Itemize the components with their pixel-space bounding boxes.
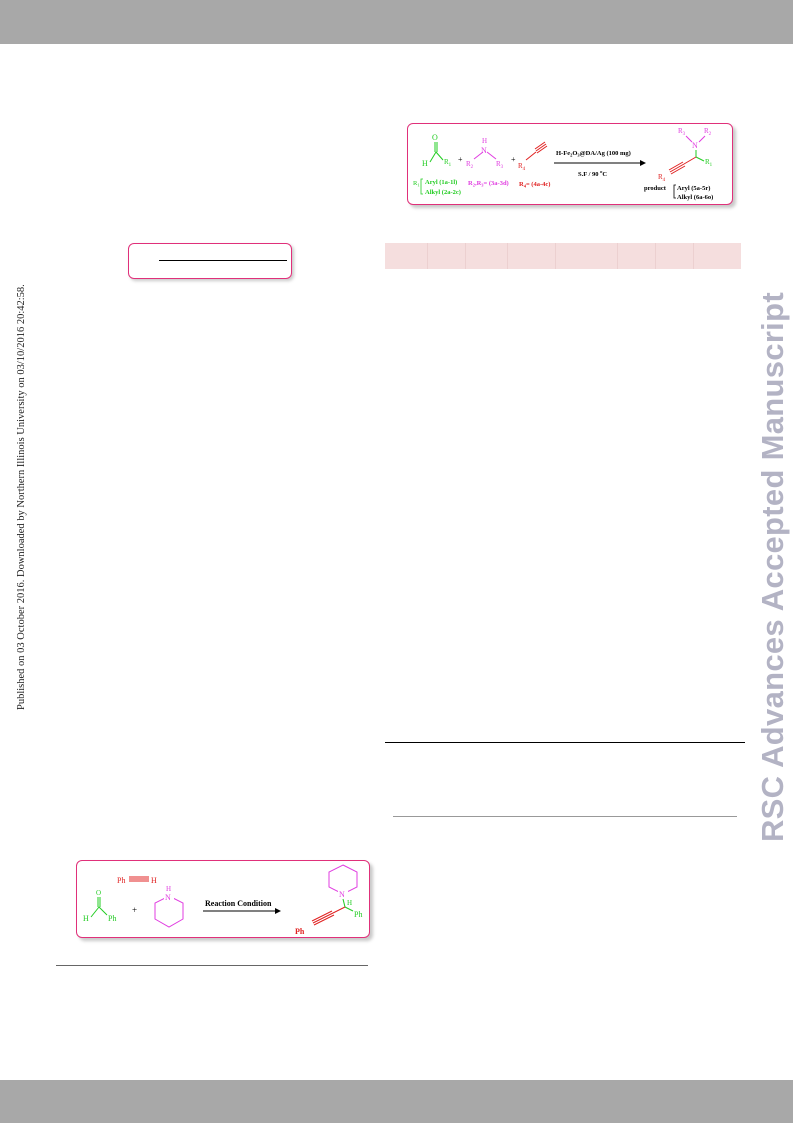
table-col-divider [555, 243, 556, 269]
product-structure: R3 R2 N R1 R4 [658, 127, 713, 183]
table-col-divider [427, 243, 428, 269]
product-n-label: N [692, 141, 698, 150]
amine-h-label: H [482, 137, 487, 145]
table-col-divider [507, 243, 508, 269]
amine-r2-label: R2 [466, 160, 474, 170]
product-r3-label: R3 [678, 127, 686, 137]
reaction-condition-label: Reaction Condition [205, 899, 272, 908]
product-r1-label: R1 [705, 158, 713, 168]
aldehyde-r1-label: R1 [444, 158, 452, 168]
aldehyde-structure: O H R1 [422, 133, 452, 168]
reactant-alkyl-label: Alkyl (2a-2c) [425, 189, 461, 196]
alkyne-range-label: R4= (4a-4c) [519, 181, 550, 189]
plus-sign-1: + [458, 155, 463, 164]
product-alkyl-label: Alkyl (6a-6o) [677, 194, 713, 201]
product-r2-label: R2 [704, 127, 712, 137]
plus-sign: + [132, 905, 137, 915]
table-header-band [385, 243, 741, 269]
reactant-r1-label: R1 [413, 180, 420, 188]
plus-sign-2: + [511, 155, 516, 164]
benzaldehyde-o-label: O [96, 889, 101, 897]
footnote-rule [393, 816, 737, 817]
piperidine-structure: H N [154, 885, 184, 928]
top-header-band [0, 0, 793, 44]
amine-r3-label: R3 [496, 160, 504, 170]
scheme-top-drawing: O H R1 + H N R2 R3 + R4 H-Fe2O3@DA/Ag (1 [413, 127, 713, 201]
aldehyde-h-label: H [422, 159, 428, 168]
reaction-scheme-bottom: Ph H O H Ph + H N Reaction Condition [76, 860, 370, 938]
alkyne-h-label: H [151, 876, 157, 885]
bottom-footer-band [0, 1080, 793, 1123]
propargylamine-product: N H Ph Ph [295, 864, 362, 936]
scheme-bottom-drawing: Ph H O H Ph + H N Reaction Condition [83, 864, 362, 936]
product-ph-label-red: Ph [295, 927, 305, 936]
benzaldehyde-structure: O H Ph [83, 889, 116, 923]
product-n-label: N [339, 890, 345, 899]
table-col-divider [693, 243, 694, 269]
table-bottom-rule [385, 742, 745, 743]
publication-note: Published on 03 October 2016. Downloaded… [16, 284, 27, 710]
benzaldehyde-h-label: H [83, 914, 89, 923]
amine-range-label: R2,R3= (3a-3d) [468, 180, 509, 188]
alkyne-ph-label: Ph [117, 876, 125, 885]
small-bordered-box [128, 243, 292, 279]
product-r4-label: R4 [658, 173, 666, 183]
reaction-scheme-top: O H R1 + H N R2 R3 + R4 H-Fe2O3@DA/Ag (1 [407, 123, 733, 205]
catalyst-label: H-Fe2O3@DA/Ag (100 mg) [556, 150, 631, 158]
product-aryl-label: Aryl (5a-5r) [677, 185, 710, 192]
product-word: product [644, 185, 667, 192]
alkyne-structure: R4 [518, 141, 548, 172]
product-h-label: H [347, 899, 352, 907]
conditions-label: S.F / 90 oC [578, 169, 607, 178]
reaction-condition-arrow [203, 908, 281, 914]
amine-structure: H N R2 R3 [466, 137, 504, 170]
reactant-aryl-label: Aryl (1a-1l) [425, 179, 457, 186]
table-col-divider [617, 243, 618, 269]
journal-watermark: RSC Advances Accepted Manuscript [755, 292, 790, 842]
piperidine-n-label: N [165, 893, 171, 902]
aldehyde-o-label: O [432, 133, 438, 142]
alkyne-r4-label: R4 [518, 162, 526, 172]
scheme-bottom-rule [56, 965, 368, 966]
reaction-arrow [554, 160, 646, 166]
table-col-divider [465, 243, 466, 269]
benzaldehyde-ph-label: Ph [108, 914, 116, 923]
small-box-rule [159, 260, 287, 261]
table-col-divider [655, 243, 656, 269]
product-ph-label-green: Ph [354, 910, 362, 919]
piperidine-h-label: H [166, 885, 171, 893]
amine-n-label: N [481, 146, 487, 155]
phenylacetylene-structure: Ph H [117, 876, 157, 885]
